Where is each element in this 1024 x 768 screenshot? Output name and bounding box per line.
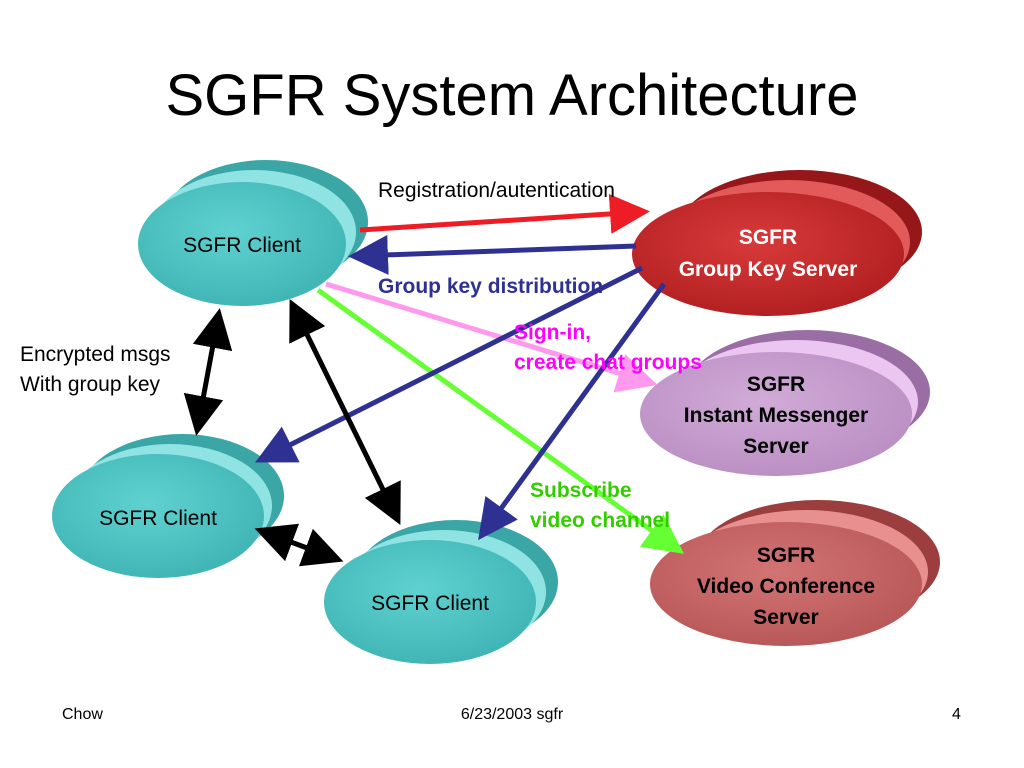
key-server-label-line1: SGFR bbox=[739, 226, 797, 249]
im-server-label-line2: Instant Messenger bbox=[684, 404, 868, 427]
subscribe-label-line1: Subscribe bbox=[530, 479, 632, 502]
client-bottom-label: SGFR Client bbox=[371, 592, 489, 615]
client-left-label: SGFR Client bbox=[99, 507, 217, 530]
sign-in-label: Sign-in, create chat groups bbox=[514, 318, 702, 378]
encrypted-arrow-left-bottom bbox=[254, 523, 344, 567]
key-server-label-line2: Group Key Server bbox=[679, 258, 858, 281]
key-distribution-arrow-top bbox=[348, 234, 637, 275]
video-server-label-line3: Server bbox=[753, 606, 818, 629]
key-distribution-arrow-bottom bbox=[478, 282, 667, 541]
group-key-server-node: SGFR Group Key Server bbox=[632, 170, 922, 316]
footer-author: Chow bbox=[62, 706, 103, 723]
client-node-bottom: SGFR Client bbox=[324, 520, 558, 664]
slide-title: SGFR System Architecture bbox=[165, 63, 859, 128]
client-node-top: SGFR Client bbox=[138, 160, 368, 306]
encrypted-msgs-label: Encrypted msgs With group key bbox=[20, 340, 171, 400]
sign-in-label-line2: create chat groups bbox=[514, 351, 702, 374]
registration-arrow bbox=[359, 193, 650, 234]
registration-label: Registration/autentication bbox=[378, 179, 615, 202]
im-server-label-line1: SGFR bbox=[747, 373, 805, 396]
encrypted-label-line1: Encrypted msgs bbox=[20, 343, 171, 366]
subscribe-video-label: Subscribe video channel bbox=[530, 476, 670, 536]
sign-in-label-line1: Sign-in, bbox=[514, 321, 591, 344]
encrypted-arrow-top-bottom bbox=[289, 299, 401, 525]
footer-date: 6/23/2003 sgfr bbox=[460, 706, 564, 723]
encrypted-label-line2: With group key bbox=[20, 373, 161, 396]
client-node-left: SGFR Client bbox=[52, 434, 284, 578]
im-server-label-line3: Server bbox=[743, 435, 808, 458]
video-server-node: SGFR Video Conference Server bbox=[650, 500, 940, 646]
subscribe-label-line2: video channel bbox=[530, 509, 671, 532]
video-server-label-line1: SGFR bbox=[757, 544, 815, 567]
footer-page-number: 4 bbox=[952, 706, 961, 723]
encrypted-arrow-top-left bbox=[183, 308, 233, 436]
im-server-node: SGFR Instant Messenger Server bbox=[640, 330, 930, 476]
client-top-label: SGFR Client bbox=[183, 234, 301, 257]
video-server-label-line2: Video Conference bbox=[697, 575, 875, 598]
group-key-distribution-label: Group key distribution bbox=[378, 275, 604, 298]
